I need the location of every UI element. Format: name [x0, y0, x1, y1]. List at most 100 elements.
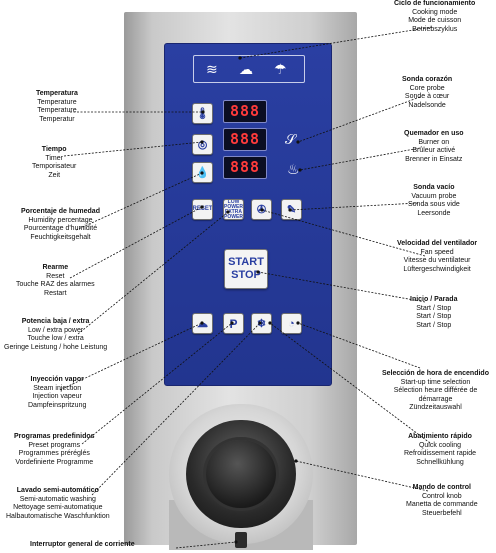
label-title: Tiempo — [41, 146, 67, 153]
start-stop-button[interactable]: START STOP — [224, 249, 268, 289]
label-title: Inyección vapor — [30, 376, 84, 383]
label-line: Geringe Leistung / hohe Leistung — [4, 343, 108, 351]
label-line: Pourcentage d'humidité — [23, 225, 98, 233]
label-line: Sonde à cœur — [404, 93, 450, 101]
label-line: Fan speed — [420, 248, 454, 256]
label-line: Dampfeinspritzung — [28, 401, 87, 409]
core-probe-icon: 𝒮 — [285, 131, 296, 147]
label-line: Control knob — [421, 492, 462, 500]
label-line: Preset programs — [28, 441, 81, 449]
preset-programs-button[interactable]: P — [223, 313, 244, 334]
label-line: Steuerbefehl — [421, 509, 462, 517]
label-line: Lüftergeschwindigkeit — [403, 265, 471, 273]
label-line: Temperature — [37, 98, 77, 106]
timer-display: 888 — [223, 128, 267, 151]
quick-cooling-icon[interactable]: ❄ — [251, 313, 272, 334]
control-knob[interactable] — [206, 440, 276, 508]
thermometer-icon[interactable]: 🌡 — [192, 103, 213, 124]
label-line: Start-up time selection — [400, 378, 471, 386]
label-line: Touche RAZ des alarmes — [16, 281, 95, 289]
label-line: Nadelsonde — [408, 101, 446, 109]
power-label-4: POWER — [224, 213, 243, 220]
label-line: Zeit — [48, 171, 61, 179]
label-line: Brenner in Einsatz — [405, 155, 463, 163]
label-line: Core probe — [409, 84, 445, 92]
label-reset: Rearme Reset Touche RAZ des alarmes Rest… — [16, 264, 95, 298]
clock-icon[interactable]: ◔ — [281, 313, 302, 334]
label-line: Temperature — [37, 107, 77, 115]
power-label-3: EXTRA — [225, 208, 242, 215]
label-line: Reset — [46, 272, 65, 280]
label-start-stop: Inicio / Parada Start / Stop Start / Sto… — [410, 296, 457, 330]
steam-injection-icon[interactable]: ☁ — [192, 313, 213, 334]
label-line: Semi-automatic washing — [19, 495, 96, 503]
control-panel-face: ≋ ☁ ☂ 🌡 ◎ 💧 888 888 888 𝒮 ♨ RESET LOW PO… — [164, 43, 332, 386]
dry-heat-icon[interactable]: ≋ — [206, 61, 218, 77]
label-steam-injection: Inyección vapor Steam injection Injectio… — [28, 376, 86, 410]
label-vacuum-probe: Sonda vacío Vacuum probe Sonda sous vide… — [408, 184, 460, 218]
label-line: Sélection heure différée de — [393, 387, 478, 395]
label-line: Start / Stop — [416, 313, 452, 321]
power-label-1: LOW — [227, 199, 240, 205]
label-control-knob: Mando de control Control knob Manetta de… — [406, 484, 478, 518]
timer-icon[interactable]: ◎ — [192, 134, 213, 155]
fan-icon[interactable]: ✇ — [251, 199, 272, 220]
label-title: Quemador en uso — [404, 130, 464, 137]
label-core-probe: Sonda corazón Core probe Sonde à cœur Na… — [402, 76, 452, 110]
label-fan-speed: Velocidad del ventilador Fan speed Vites… — [397, 240, 477, 274]
label-timer: Tiempo Timer Temporisateur Zeit — [32, 146, 76, 180]
label-quick-cooling: Abatimiento rápido Quick cooling Refroid… — [404, 433, 476, 467]
humidity-display: 888 — [223, 156, 267, 179]
reset-button[interactable]: RESET — [192, 199, 213, 220]
label-line: Vordefinierte Programme — [15, 458, 94, 466]
label-line: Temperatur — [39, 115, 75, 123]
low-extra-power-button[interactable]: LOW POWER EXTRA POWER — [223, 199, 244, 220]
label-line: Brûleur activé — [412, 147, 456, 155]
drop-icon[interactable]: 💧 — [192, 162, 213, 183]
label-line: Cooking mode — [412, 8, 458, 16]
label-preset-programs: Programas predefinidos Preset programs P… — [14, 433, 95, 467]
label-title: Programas predefinidos — [14, 433, 95, 440]
label-temperature: Temperatura Temperature Temperature Temp… — [36, 90, 78, 124]
label-title: Selección de hora de encendido — [382, 370, 489, 377]
label-line: Zündzeitauswahl — [409, 404, 462, 412]
label-line: Mode de cuisson — [408, 17, 462, 25]
label-line: Betriebszyklus — [412, 25, 458, 33]
preset-label: P — [229, 316, 238, 331]
label-line: Start / Stop — [416, 321, 452, 329]
label-title: Mando de control — [412, 484, 471, 491]
label-line: Feuchtigkeitsgehalt — [30, 233, 91, 241]
label-line: Manetta de commande — [406, 501, 478, 509]
label-title: Sonda vacío — [413, 184, 455, 191]
label-title: Velocidad del ventilador — [397, 240, 478, 247]
temperature-display: 888 — [223, 100, 267, 123]
combi-icon[interactable]: ☁ — [239, 61, 253, 77]
label-line: Touche low / extra — [27, 335, 84, 343]
label-power: Potencia baja / extra Low / extra power … — [4, 318, 107, 352]
label-line: Programmes préréglés — [18, 450, 90, 458]
label-line: Injection vapeur — [32, 393, 82, 401]
label-title: Ciclo de funcionamiento — [394, 0, 476, 7]
label-title: Abatimiento rápido — [408, 433, 472, 440]
label-line: Humidity percentage — [28, 216, 93, 224]
stop-label: STOP — [231, 269, 261, 281]
label-line: Refroidissement rapide — [404, 450, 476, 458]
flame-icon: ♨ — [287, 161, 300, 177]
label-line: Temporisateur — [32, 163, 77, 171]
label-line: Vacuum probe — [411, 192, 457, 200]
label-line: Burner on — [418, 138, 450, 146]
vacuum-probe-icon[interactable]: ✎ — [281, 199, 302, 220]
label-line: Restart — [44, 289, 67, 297]
label-line: Sonda sous vide — [408, 201, 460, 209]
steam-icon[interactable]: ☂ — [274, 61, 287, 77]
label-title: Temperatura — [36, 90, 78, 97]
label-title: Sonda corazón — [402, 76, 453, 83]
label-line: Halbautomatische Waschfunktion — [6, 512, 110, 520]
main-power-switch[interactable] — [235, 532, 247, 548]
label-title: Porcentaje de humedad — [21, 208, 100, 215]
label-line: Steam injection — [33, 384, 82, 392]
cooking-mode-selector[interactable]: ≋ ☁ ☂ — [193, 55, 305, 83]
label-line: démarrage — [418, 395, 453, 403]
label-line: Start / Stop — [416, 304, 452, 312]
